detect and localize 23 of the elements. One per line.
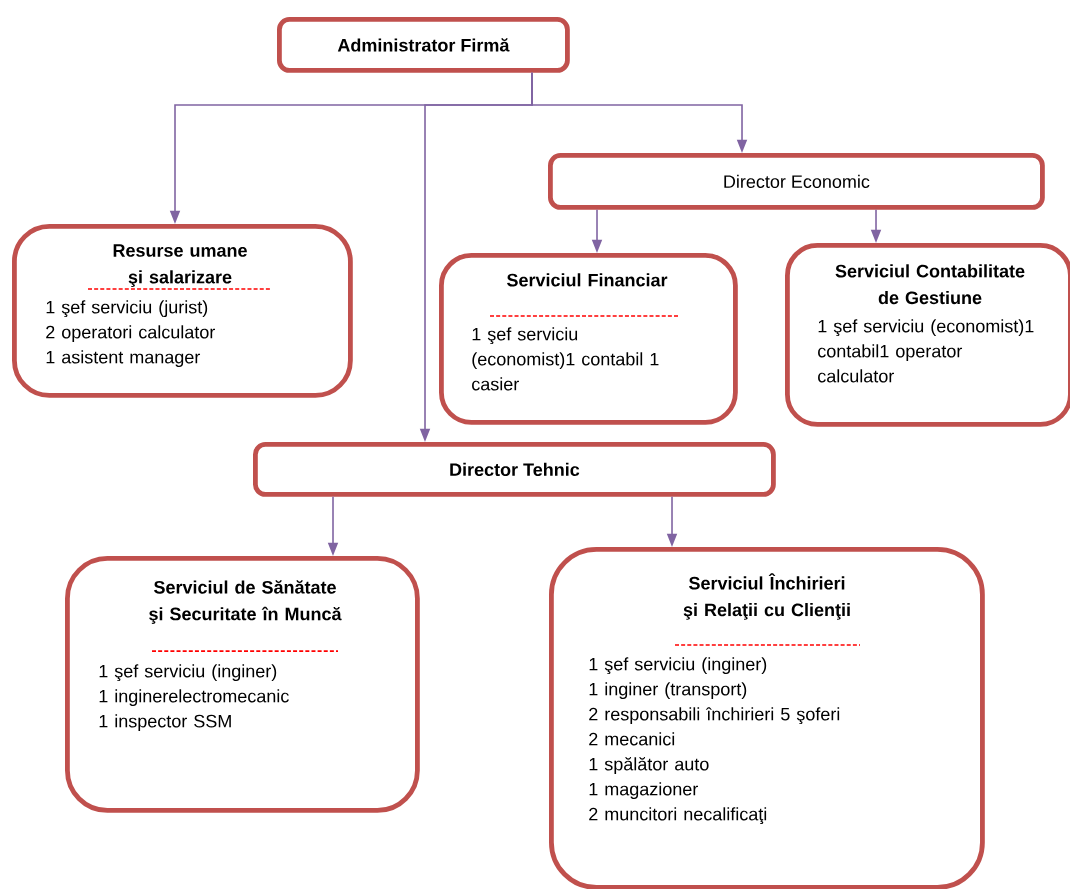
box-heading: Serviciul de Sănătate şi Securitate în Muncă bbox=[149, 580, 342, 624]
staff-text: 1 şef serviciu (economist)1 contabil 1 casier bbox=[472, 327, 659, 391]
staff-text: 1 şef serviciu (jurist) bbox=[46, 300, 208, 318]
box-heading: Serviciul Contabilitate de Gestiune bbox=[835, 264, 1025, 305]
staff-text: 1 asistent manager bbox=[46, 350, 200, 368]
staff-text: 1 spălător auto bbox=[589, 757, 709, 775]
box-heading: Serviciul Financiar bbox=[507, 273, 668, 287]
staff-text: 1 inspector SSM bbox=[99, 714, 231, 732]
org-box: Director Tehnic bbox=[253, 442, 776, 497]
org-box: Director Economic bbox=[548, 153, 1045, 210]
staff-text: 2 responsabili închirieri 5 şoferi bbox=[589, 707, 840, 725]
staff-text: 2 muncitori necalificaţi bbox=[589, 807, 767, 825]
box-heading: Serviciul Închirieri şi Relaţii cu Clienţii bbox=[683, 573, 850, 620]
staff-text: 2 operatori calculator bbox=[46, 325, 215, 343]
staff-text: 1 inginerelectromecanic bbox=[99, 689, 289, 707]
staff-text: 1 magazioner bbox=[589, 782, 698, 800]
staff-text: 1 şef serviciu (inginer) bbox=[589, 657, 767, 675]
staff-text: 2 mecanici bbox=[589, 732, 675, 746]
box-heading: Resurse umane şi salarizare bbox=[113, 244, 247, 288]
staff-text: 1 şef serviciu (economist)1 contabil1 operator calculator bbox=[818, 319, 1034, 383]
staff-text: 1 şef serviciu (inginer) bbox=[99, 664, 277, 682]
staff-text: 1 inginer (transport) bbox=[589, 682, 747, 700]
org-box: Administrator Firmă bbox=[277, 17, 570, 73]
